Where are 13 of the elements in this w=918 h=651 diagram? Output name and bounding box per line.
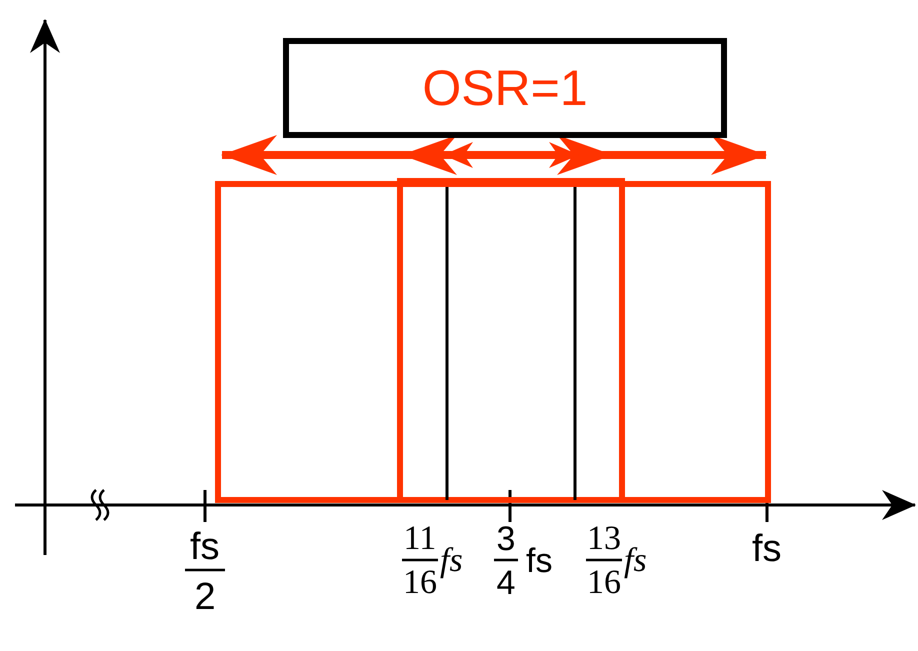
fraction-denominator: 2 bbox=[194, 578, 216, 616]
frequency-symbol: fs bbox=[526, 544, 552, 578]
fraction-numerator: 11 bbox=[404, 522, 436, 556]
fraction-denominator: 4 bbox=[496, 566, 516, 600]
fraction-denominator: 16 bbox=[587, 566, 621, 600]
fraction-numerator: 3 bbox=[496, 522, 516, 556]
frequency-symbol: fs bbox=[440, 544, 463, 578]
frequency-symbol: fs bbox=[624, 544, 647, 578]
fraction-numerator: fs bbox=[190, 528, 220, 566]
fraction-numerator: 13 bbox=[587, 522, 621, 556]
tick-label: fs bbox=[752, 530, 782, 568]
fraction-denominator: 16 bbox=[403, 566, 437, 600]
label-box: OSR=1 bbox=[283, 38, 727, 138]
